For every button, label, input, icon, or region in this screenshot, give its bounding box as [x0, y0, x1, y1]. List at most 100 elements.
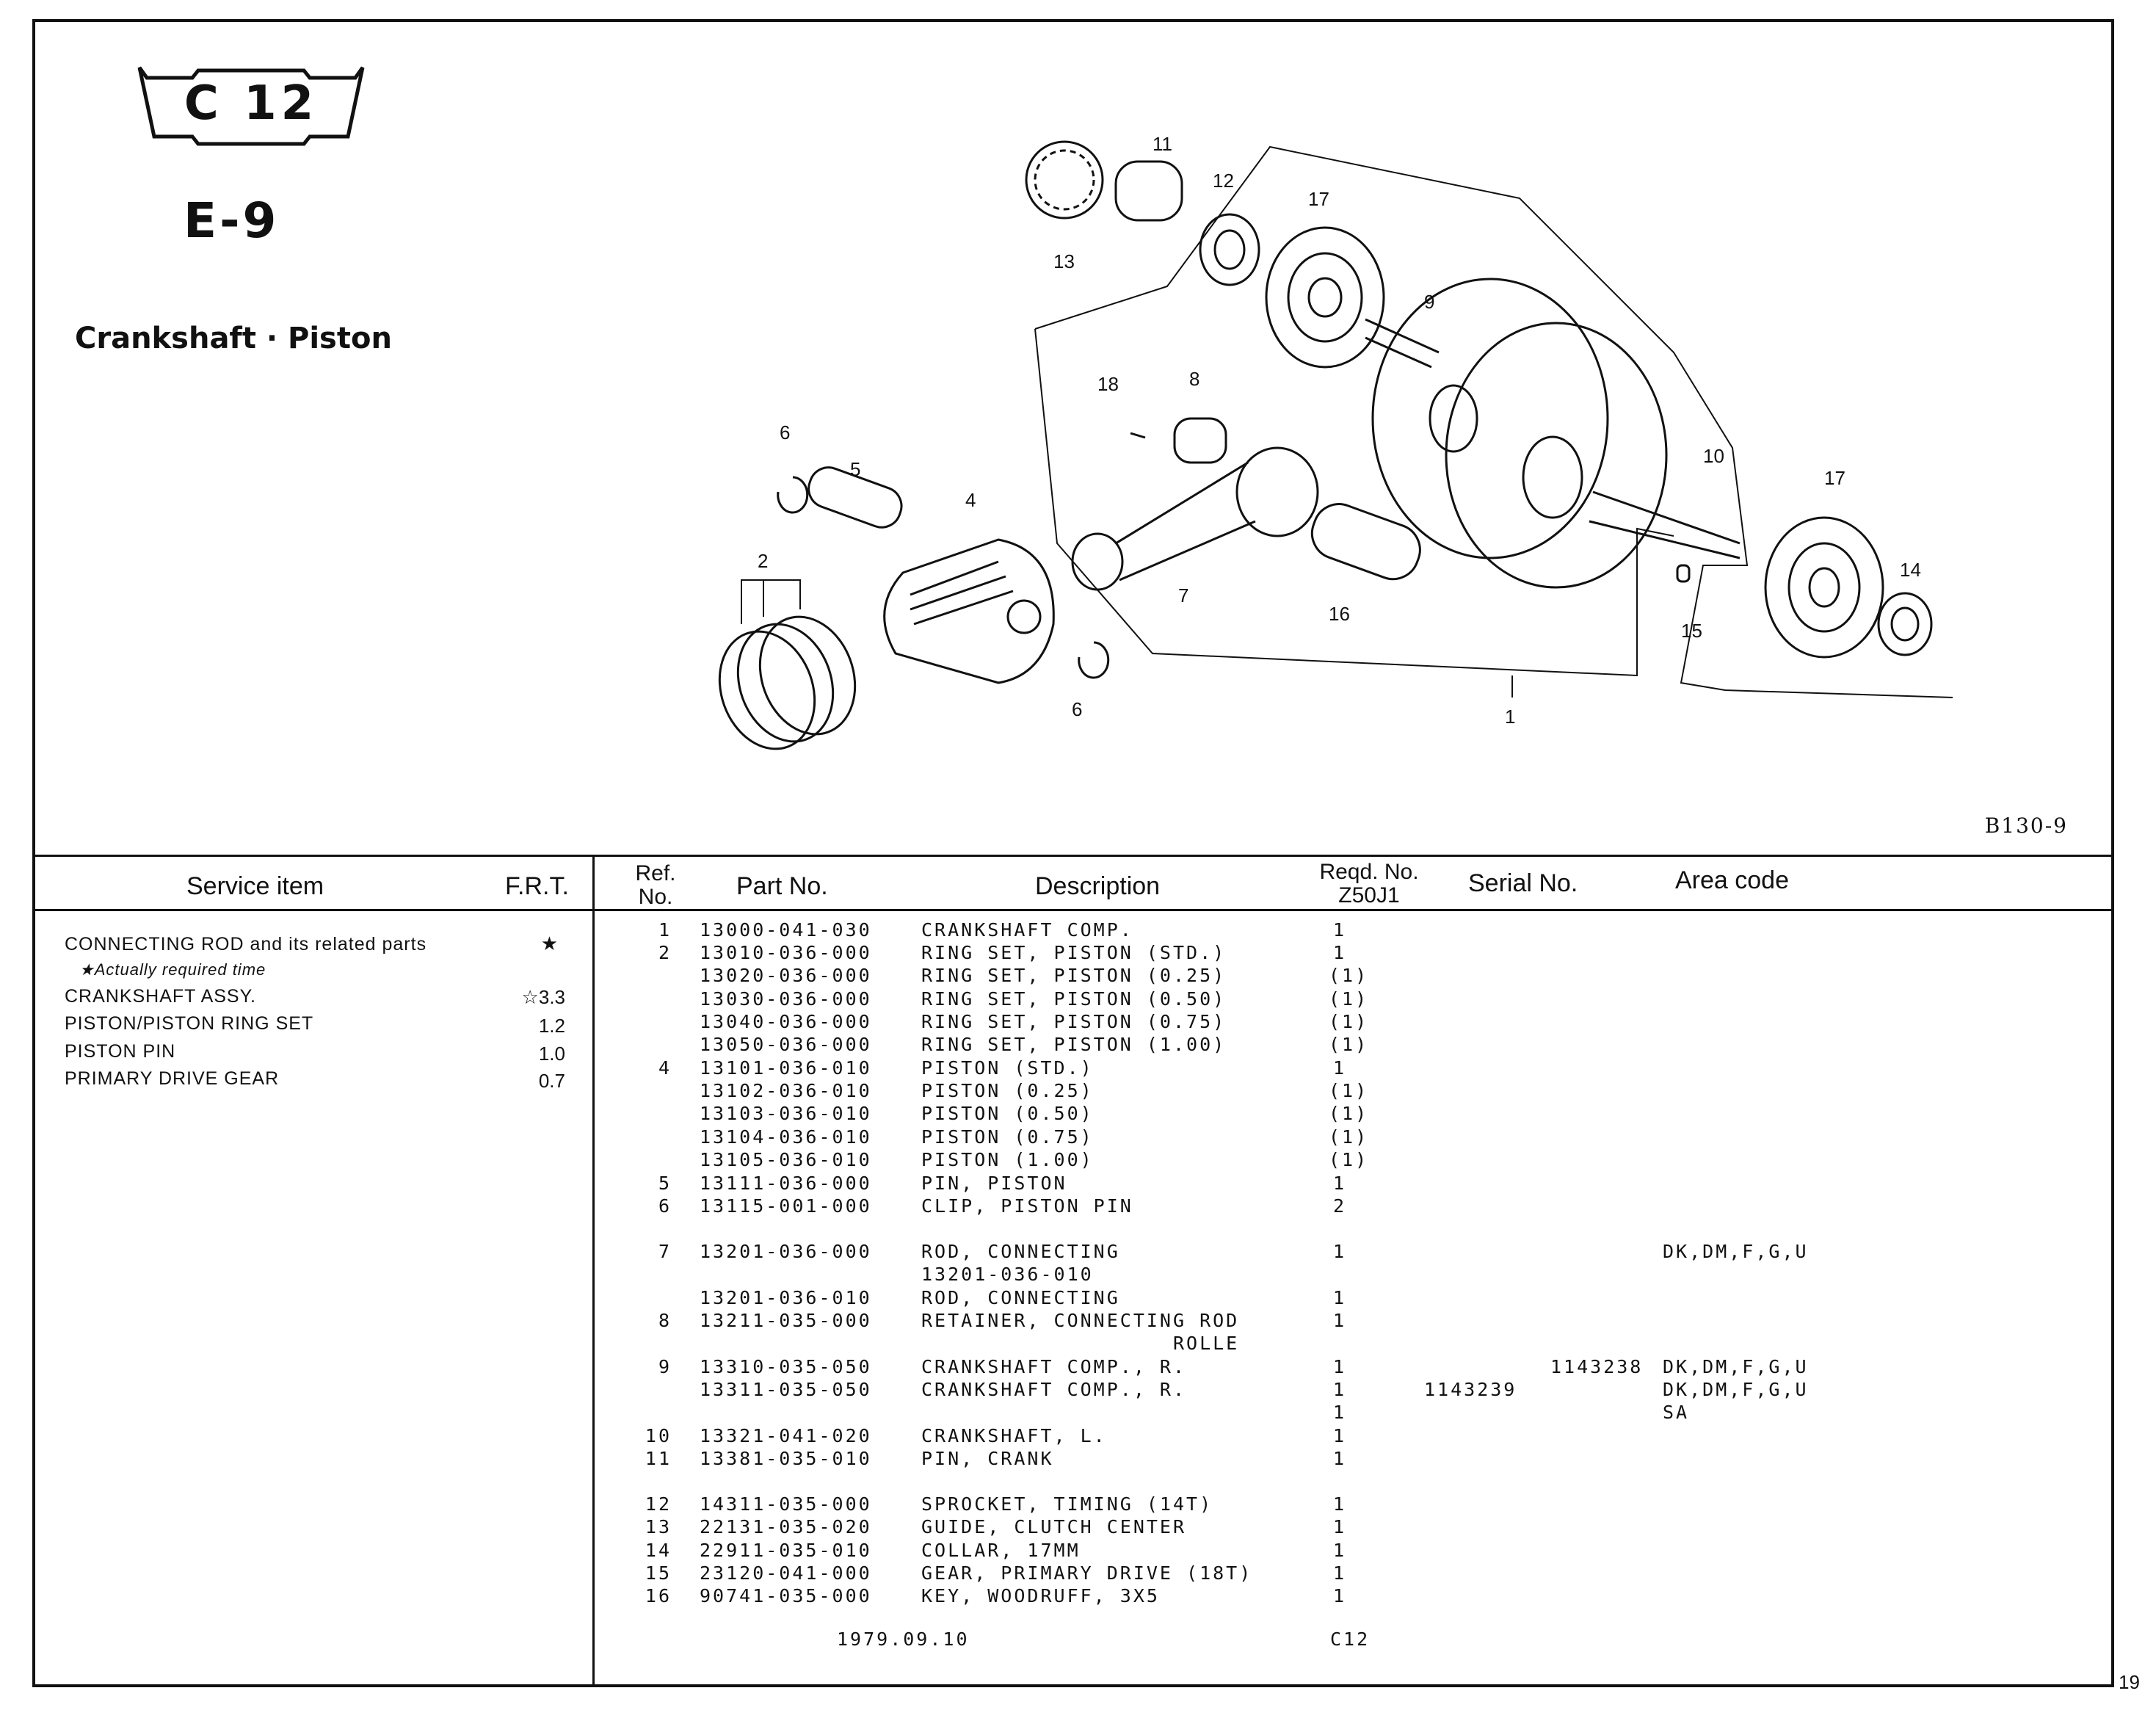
- callout: 2: [758, 550, 768, 572]
- ref-no: 4: [658, 1057, 672, 1079]
- callout: 12: [1213, 170, 1234, 192]
- description: PISTON (0.75): [921, 1126, 1094, 1148]
- reqd-qty: 1: [1332, 1540, 1347, 1561]
- ref-no: 2: [658, 942, 672, 963]
- reqd-qty: (1): [1329, 988, 1369, 1010]
- ref-no: 6: [658, 1195, 672, 1217]
- col-reqd-no-line2: Z50J1: [1338, 883, 1400, 907]
- callout: 17: [1824, 467, 1845, 489]
- page-frame: [32, 19, 2114, 1687]
- description: RING SET, PISTON (0.75): [921, 1011, 1227, 1032]
- reqd-qty: (1): [1329, 1103, 1369, 1124]
- ref-no: 8: [658, 1310, 672, 1331]
- description: CRANKSHAFT, L.: [921, 1425, 1107, 1446]
- description: GUIDE, CLUTCH CENTER: [921, 1516, 1187, 1537]
- description: ROD, CONNECTING: [921, 1241, 1120, 1262]
- frt-value: 1.2: [538, 1015, 565, 1037]
- ref-no: 15: [645, 1562, 672, 1584]
- description: PIN, PISTON: [921, 1173, 1067, 1194]
- table-top-rule: [32, 855, 2114, 857]
- description: PISTON (0.25): [921, 1080, 1094, 1101]
- col-serial-no: Serial No.: [1468, 869, 1578, 897]
- service-item: PISTON/PISTON RING SET: [65, 1013, 314, 1034]
- part-no: 13104-036-010: [700, 1126, 872, 1148]
- reqd-qty: (1): [1329, 1034, 1369, 1055]
- ref-no: 10: [645, 1425, 672, 1446]
- reqd-qty: 1: [1332, 1448, 1347, 1469]
- callout: 7: [1178, 584, 1188, 606]
- callout: 18: [1097, 373, 1119, 395]
- col-ref-no-line2: No.: [638, 885, 673, 909]
- callout: 6: [780, 421, 790, 443]
- description: 13201-036-010: [921, 1264, 1094, 1285]
- part-no: 13310-035-050: [700, 1356, 872, 1377]
- description: CRANKSHAFT COMP., R.: [921, 1379, 1187, 1400]
- reqd-qty: (1): [1329, 1080, 1369, 1101]
- ref-no: 9: [658, 1356, 672, 1377]
- callout: 13: [1053, 250, 1075, 272]
- part-no: 22911-035-010: [700, 1540, 872, 1561]
- reqd-qty: (1): [1329, 1149, 1369, 1170]
- col-ref-no: Ref. No.: [630, 862, 681, 909]
- part-no: 90741-035-000: [700, 1585, 872, 1606]
- part-no: 13111-036-000: [700, 1173, 872, 1194]
- part-no: 13311-035-050: [700, 1379, 872, 1400]
- callout: 15: [1681, 620, 1702, 642]
- description: CLIP, PISTON PIN: [921, 1195, 1133, 1217]
- reqd-qty: 1: [1332, 1287, 1347, 1308]
- reqd-qty: 1: [1332, 1425, 1347, 1446]
- model-badge: [137, 66, 365, 146]
- description: SPROCKET, TIMING (14T): [921, 1493, 1213, 1515]
- callout: 8: [1189, 368, 1199, 390]
- reqd-qty: 1: [1332, 942, 1347, 963]
- reqd-qty: 1: [1332, 1516, 1347, 1537]
- callout-labels: 11 12 17 13 9 18 8 6 5 4 10 17 14 2 7 16…: [758, 133, 1921, 728]
- reqd-qty: 1: [1332, 1057, 1347, 1079]
- reqd-qty: 1: [1332, 919, 1347, 941]
- reqd-qty: 1: [1332, 1379, 1347, 1400]
- part-no: 22131-035-020: [700, 1516, 872, 1537]
- figure-code: B130-9: [1984, 814, 2068, 838]
- group-code: E-9: [184, 192, 280, 249]
- callout: 5: [850, 458, 860, 480]
- description: ROD, CONNECTING: [921, 1287, 1120, 1308]
- col-part-no: Part No.: [736, 872, 828, 900]
- callout: 14: [1900, 559, 1921, 581]
- area-code: DK,DM,F,G,U: [1663, 1241, 1809, 1262]
- ref-no: 11: [645, 1448, 672, 1469]
- area-code: SA: [1663, 1402, 1690, 1423]
- ref-no: 1: [658, 919, 672, 941]
- reqd-qty: (1): [1329, 1126, 1369, 1148]
- part-no: 14311-035-000: [700, 1493, 872, 1515]
- service-item: CONNECTING ROD and its related parts: [65, 934, 427, 954]
- table-divider: [592, 856, 595, 1687]
- footer-date: 1979.09.10: [837, 1629, 970, 1650]
- description: RING SET, PISTON (STD.): [921, 942, 1227, 963]
- service-item: PRIMARY DRIVE GEAR: [65, 1068, 280, 1089]
- section-title: Crankshaft · Piston: [75, 322, 392, 355]
- ref-no: 14: [645, 1540, 672, 1561]
- ref-no: 12: [645, 1493, 672, 1515]
- header-bottom-rule: [32, 909, 2114, 911]
- ref-no: 7: [658, 1241, 672, 1262]
- col-service-item: Service item: [186, 872, 324, 900]
- part-no: 13040-036-000: [700, 1011, 872, 1032]
- area-code: DK,DM,F,G,U: [1663, 1356, 1809, 1377]
- description: RETAINER, CONNECTING ROD: [921, 1310, 1240, 1331]
- col-description: Description: [1035, 872, 1161, 900]
- area-code: DK,DM,F,G,U: [1663, 1379, 1809, 1400]
- part-no: 13201-036-010: [700, 1287, 872, 1308]
- model-code: C 12: [184, 76, 319, 131]
- exploded-diagram: 11 12 17 13 9 18 8 6 5 4 10 17 14 2 7 16…: [718, 133, 1953, 750]
- col-frt: F.R.T.: [505, 872, 569, 900]
- serial-from: 1143239: [1424, 1379, 1517, 1400]
- part-no: 13105-036-010: [700, 1149, 872, 1170]
- reqd-qty: 1: [1332, 1585, 1347, 1606]
- reqd-qty: 2: [1332, 1195, 1347, 1217]
- description: CRANKSHAFT COMP., R.: [921, 1356, 1187, 1377]
- description: GEAR, PRIMARY DRIVE (18T): [921, 1562, 1253, 1584]
- part-no: 13115-001-000: [700, 1195, 872, 1217]
- description: PISTON (1.00): [921, 1149, 1094, 1170]
- page-number: 19: [2119, 1671, 2140, 1693]
- col-area-code: Area code: [1675, 866, 1789, 894]
